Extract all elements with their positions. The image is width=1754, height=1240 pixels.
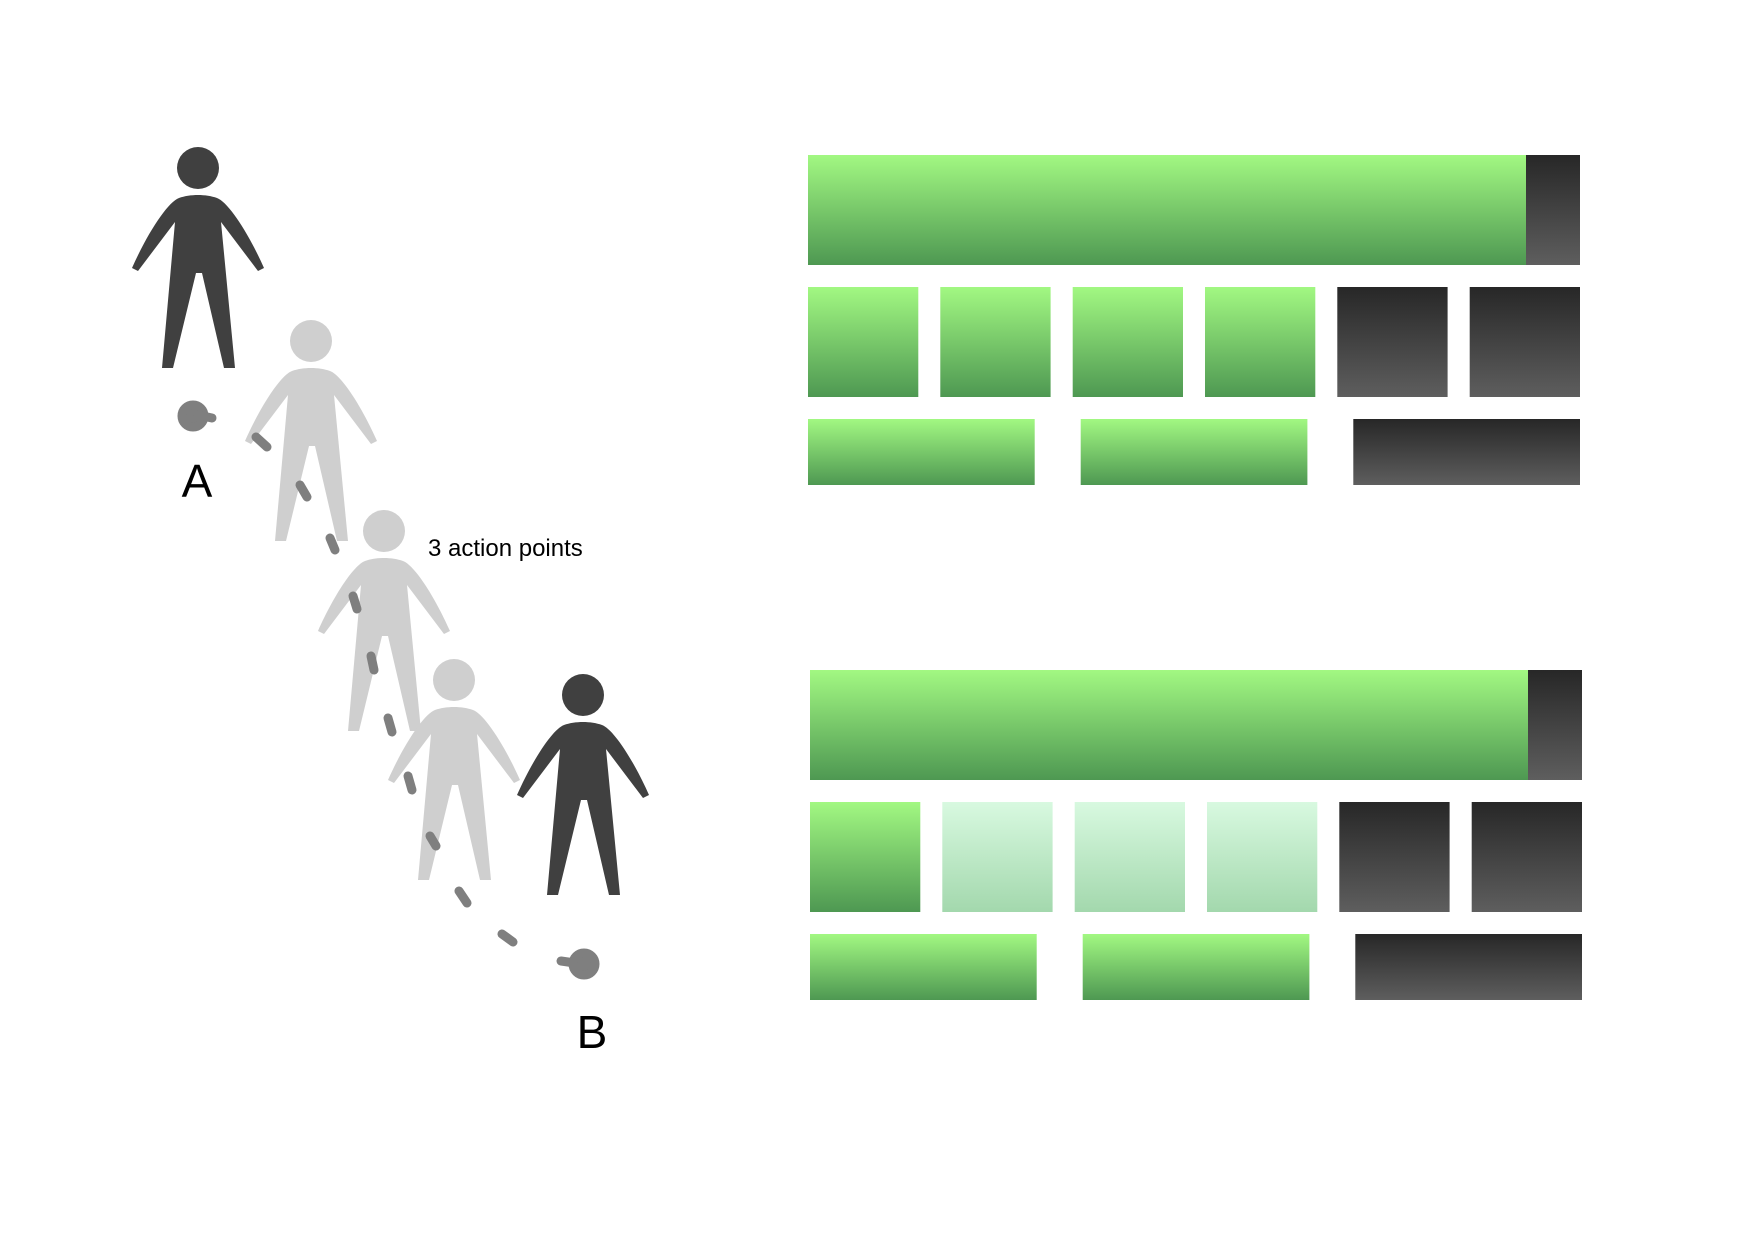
action-point-row: [810, 802, 1582, 912]
action-point-row: [808, 287, 1580, 397]
ghost-figures: [245, 320, 520, 880]
action-point-spent: [1207, 802, 1318, 912]
action-points-caption: 3 action points: [428, 535, 583, 562]
person-at-b: [517, 674, 649, 895]
person-at-a: [132, 147, 264, 368]
action-point-full: [1072, 287, 1183, 397]
action-point-spent: [942, 802, 1053, 912]
ability-slot-ready: [808, 419, 1035, 485]
health-bar: [808, 155, 1580, 265]
health-bar-fill: [810, 670, 1528, 780]
ability-slot-ready: [1080, 419, 1308, 485]
footstep: [383, 713, 397, 737]
action-point-empty: [1471, 802, 1582, 912]
ability-slot-empty: [1353, 419, 1580, 485]
footstep: [454, 886, 472, 908]
ability-slot-ready: [810, 934, 1037, 1000]
footstep: [251, 432, 272, 452]
ability-row: [810, 934, 1582, 1000]
action-point-empty: [1339, 802, 1450, 912]
ability-slot-ready: [1082, 934, 1310, 1000]
ability-slot-empty: [1355, 934, 1582, 1000]
footstep-trail: [177, 400, 600, 980]
action-point-empty: [1469, 287, 1580, 397]
action-point-full: [940, 287, 1051, 397]
action-point-empty: [1337, 287, 1448, 397]
ability-row: [808, 419, 1580, 485]
health-bar-missing: [1528, 670, 1582, 780]
end-label: B: [577, 1006, 608, 1058]
footstep: [193, 410, 217, 423]
footstep: [295, 480, 312, 502]
action-point-full: [808, 287, 919, 397]
footstep: [497, 929, 518, 947]
footstep: [348, 591, 362, 614]
status-panel-before: [808, 155, 1580, 485]
action-point-full: [810, 802, 921, 912]
health-bar: [810, 670, 1582, 780]
health-bar-missing: [1526, 155, 1580, 265]
footstep: [403, 771, 417, 795]
ghost-person-1: [245, 320, 377, 541]
status-panel-after: [810, 670, 1582, 1000]
footstep: [325, 533, 340, 555]
action-point-spent: [1074, 802, 1185, 912]
footstep: [366, 651, 379, 675]
health-bar-fill: [808, 155, 1526, 265]
action-point-full: [1205, 287, 1316, 397]
footstep-end: [568, 948, 600, 980]
footstep: [425, 831, 441, 851]
start-label: A: [182, 455, 213, 507]
